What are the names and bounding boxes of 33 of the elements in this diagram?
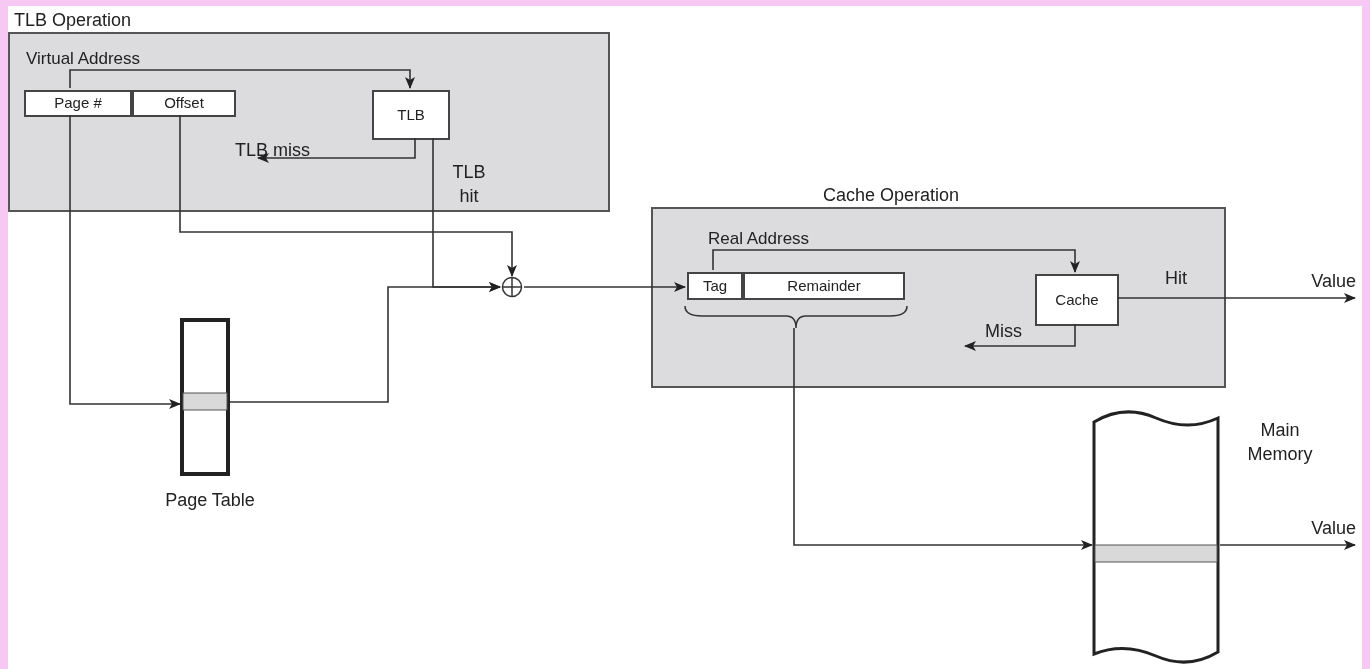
process-box: Offset	[132, 90, 236, 117]
arrow	[257, 137, 416, 163]
process-box: Cache	[1035, 274, 1119, 326]
process-box: Tag	[687, 272, 743, 300]
arrow	[523, 282, 686, 292]
panel-title: TLB Operation	[14, 9, 132, 32]
label: Real Address	[708, 228, 810, 250]
output-label: Value	[1304, 515, 1356, 545]
arrow	[229, 282, 501, 403]
process-box: Page #	[24, 90, 132, 117]
adder-circle	[500, 276, 524, 298]
panel-title: Cache Operation	[823, 184, 960, 207]
arrow	[179, 114, 517, 277]
arrow	[964, 323, 1076, 351]
label: Virtual Address	[26, 48, 141, 70]
edge-label: TLB miss	[235, 139, 310, 162]
process-box: TLB	[372, 90, 450, 140]
node-label: Page Table	[164, 489, 256, 512]
arrow	[712, 249, 1080, 273]
memory-column	[180, 318, 230, 476]
arrow	[1219, 540, 1356, 550]
process-box: Remainder	[743, 272, 905, 300]
edge-label: Hit	[1165, 267, 1187, 290]
node-label: Main Memory	[1246, 419, 1314, 466]
arrow	[69, 69, 415, 89]
edge-label: TLB hit	[451, 161, 487, 208]
arrow	[1116, 293, 1356, 303]
curly-brace	[682, 304, 910, 330]
memory-column	[1092, 408, 1220, 666]
arrow	[69, 114, 181, 409]
edge-label: Miss	[985, 320, 1022, 343]
arrow	[793, 327, 1093, 550]
output-label: Value	[1304, 268, 1356, 298]
